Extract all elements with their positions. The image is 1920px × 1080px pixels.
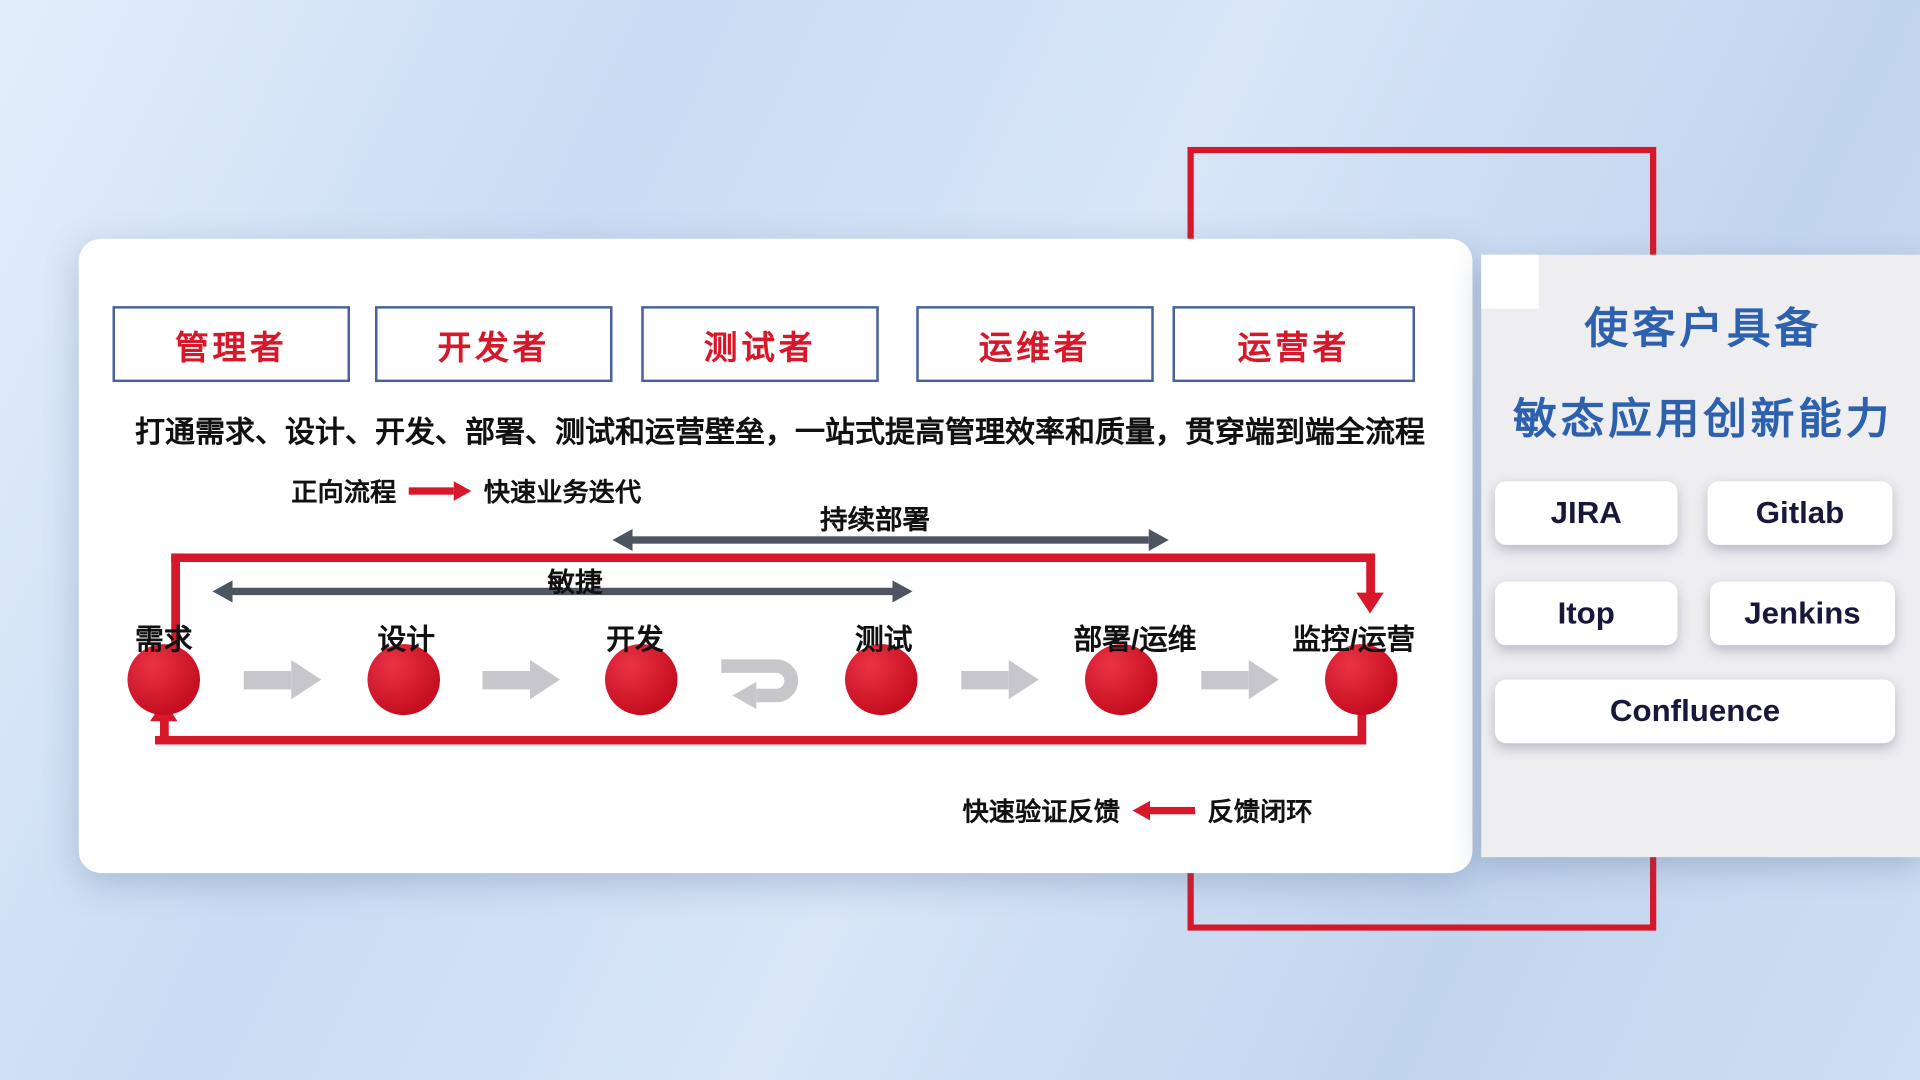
node-label-design: 设计	[377, 623, 436, 656]
forward-loop-arrowhead	[1356, 592, 1384, 614]
node-label-deploy-ops: 部署/运维	[1073, 623, 1197, 656]
feedback-loop-right-line	[1357, 693, 1367, 745]
iteration-loop-icon	[721, 659, 799, 709]
node-label-develop: 开发	[606, 623, 664, 656]
forward-loop-left-line	[171, 553, 180, 681]
capability-title-line1: 使客户具备	[1584, 304, 1822, 353]
node-circle-requirements	[127, 644, 200, 716]
legend-feedback: 快速验证反馈 反馈闭环	[963, 792, 1313, 829]
tool-chip-confluence: Confluence	[1495, 679, 1895, 744]
continuous-deploy-arrow	[612, 528, 1169, 552]
tool-chip-itop: Itop	[1495, 581, 1678, 646]
role-box-operator: 运维者	[916, 306, 1154, 383]
role-box-business: 运营者	[1172, 306, 1415, 383]
feedback-loop-bottom-line	[155, 735, 1364, 745]
legend-feedback-value: 反馈闭环	[1207, 798, 1313, 827]
legend-forward-value: 快速业务迭代	[483, 478, 642, 507]
role-box-tester: 测试者	[641, 306, 879, 383]
node-circle-deploy-ops	[1085, 644, 1158, 716]
node-label-requirements: 需求	[135, 623, 193, 656]
devops-flow-panel: 管理者 开发者 测试者 运维者 运营者 打通需求、设计、开发、部署、测试和运营壁…	[78, 238, 1473, 874]
agile-arrow	[212, 580, 913, 603]
node-circle-test	[845, 644, 918, 716]
forward-loop-top-line	[171, 553, 1375, 563]
flow-arrow-2	[482, 660, 560, 700]
forward-arrow-icon	[408, 481, 472, 501]
legend-feedback-label: 快速验证反馈	[962, 798, 1121, 827]
node-circle-develop	[605, 644, 678, 716]
feedback-arrow-icon	[1132, 800, 1195, 821]
forward-loop-right-line	[1366, 553, 1375, 594]
node-label-test: 测试	[855, 623, 913, 656]
span-label-continuous-deploy: 持续部署	[819, 504, 930, 536]
role-box-manager: 管理者	[112, 306, 350, 383]
flow-description: 打通需求、设计、开发、部署、测试和运营壁垒，一站式提高管理效率和质量，贯穿端到端…	[135, 416, 1425, 450]
role-box-developer: 开发者	[375, 306, 613, 383]
corner-decoration	[1481, 254, 1539, 309]
tool-chip-jira: JIRA	[1495, 481, 1678, 545]
tool-chip-gitlab: Gitlab	[1707, 481, 1893, 545]
flow-arrow-3	[961, 660, 1039, 700]
node-circle-design	[367, 644, 440, 716]
feedback-loop-left-line	[160, 720, 169, 745]
span-label-agile: 敏捷	[547, 566, 603, 598]
flow-arrow-1	[243, 660, 322, 700]
capability-title-line2: 敏态应用创新能力	[1513, 395, 1894, 444]
node-circle-monitor-ops	[1325, 644, 1398, 716]
capability-panel: 使客户具备 敏态应用创新能力 JIRA Gitlab Itop Jenkins …	[1481, 254, 1920, 858]
legend-forward: 正向流程 快速业务迭代	[291, 473, 641, 510]
tool-chip-jenkins: Jenkins	[1710, 581, 1895, 646]
legend-forward-label: 正向流程	[291, 478, 397, 507]
flow-arrow-4	[1201, 660, 1279, 700]
node-label-monitor-ops: 监控/运营	[1292, 623, 1416, 656]
